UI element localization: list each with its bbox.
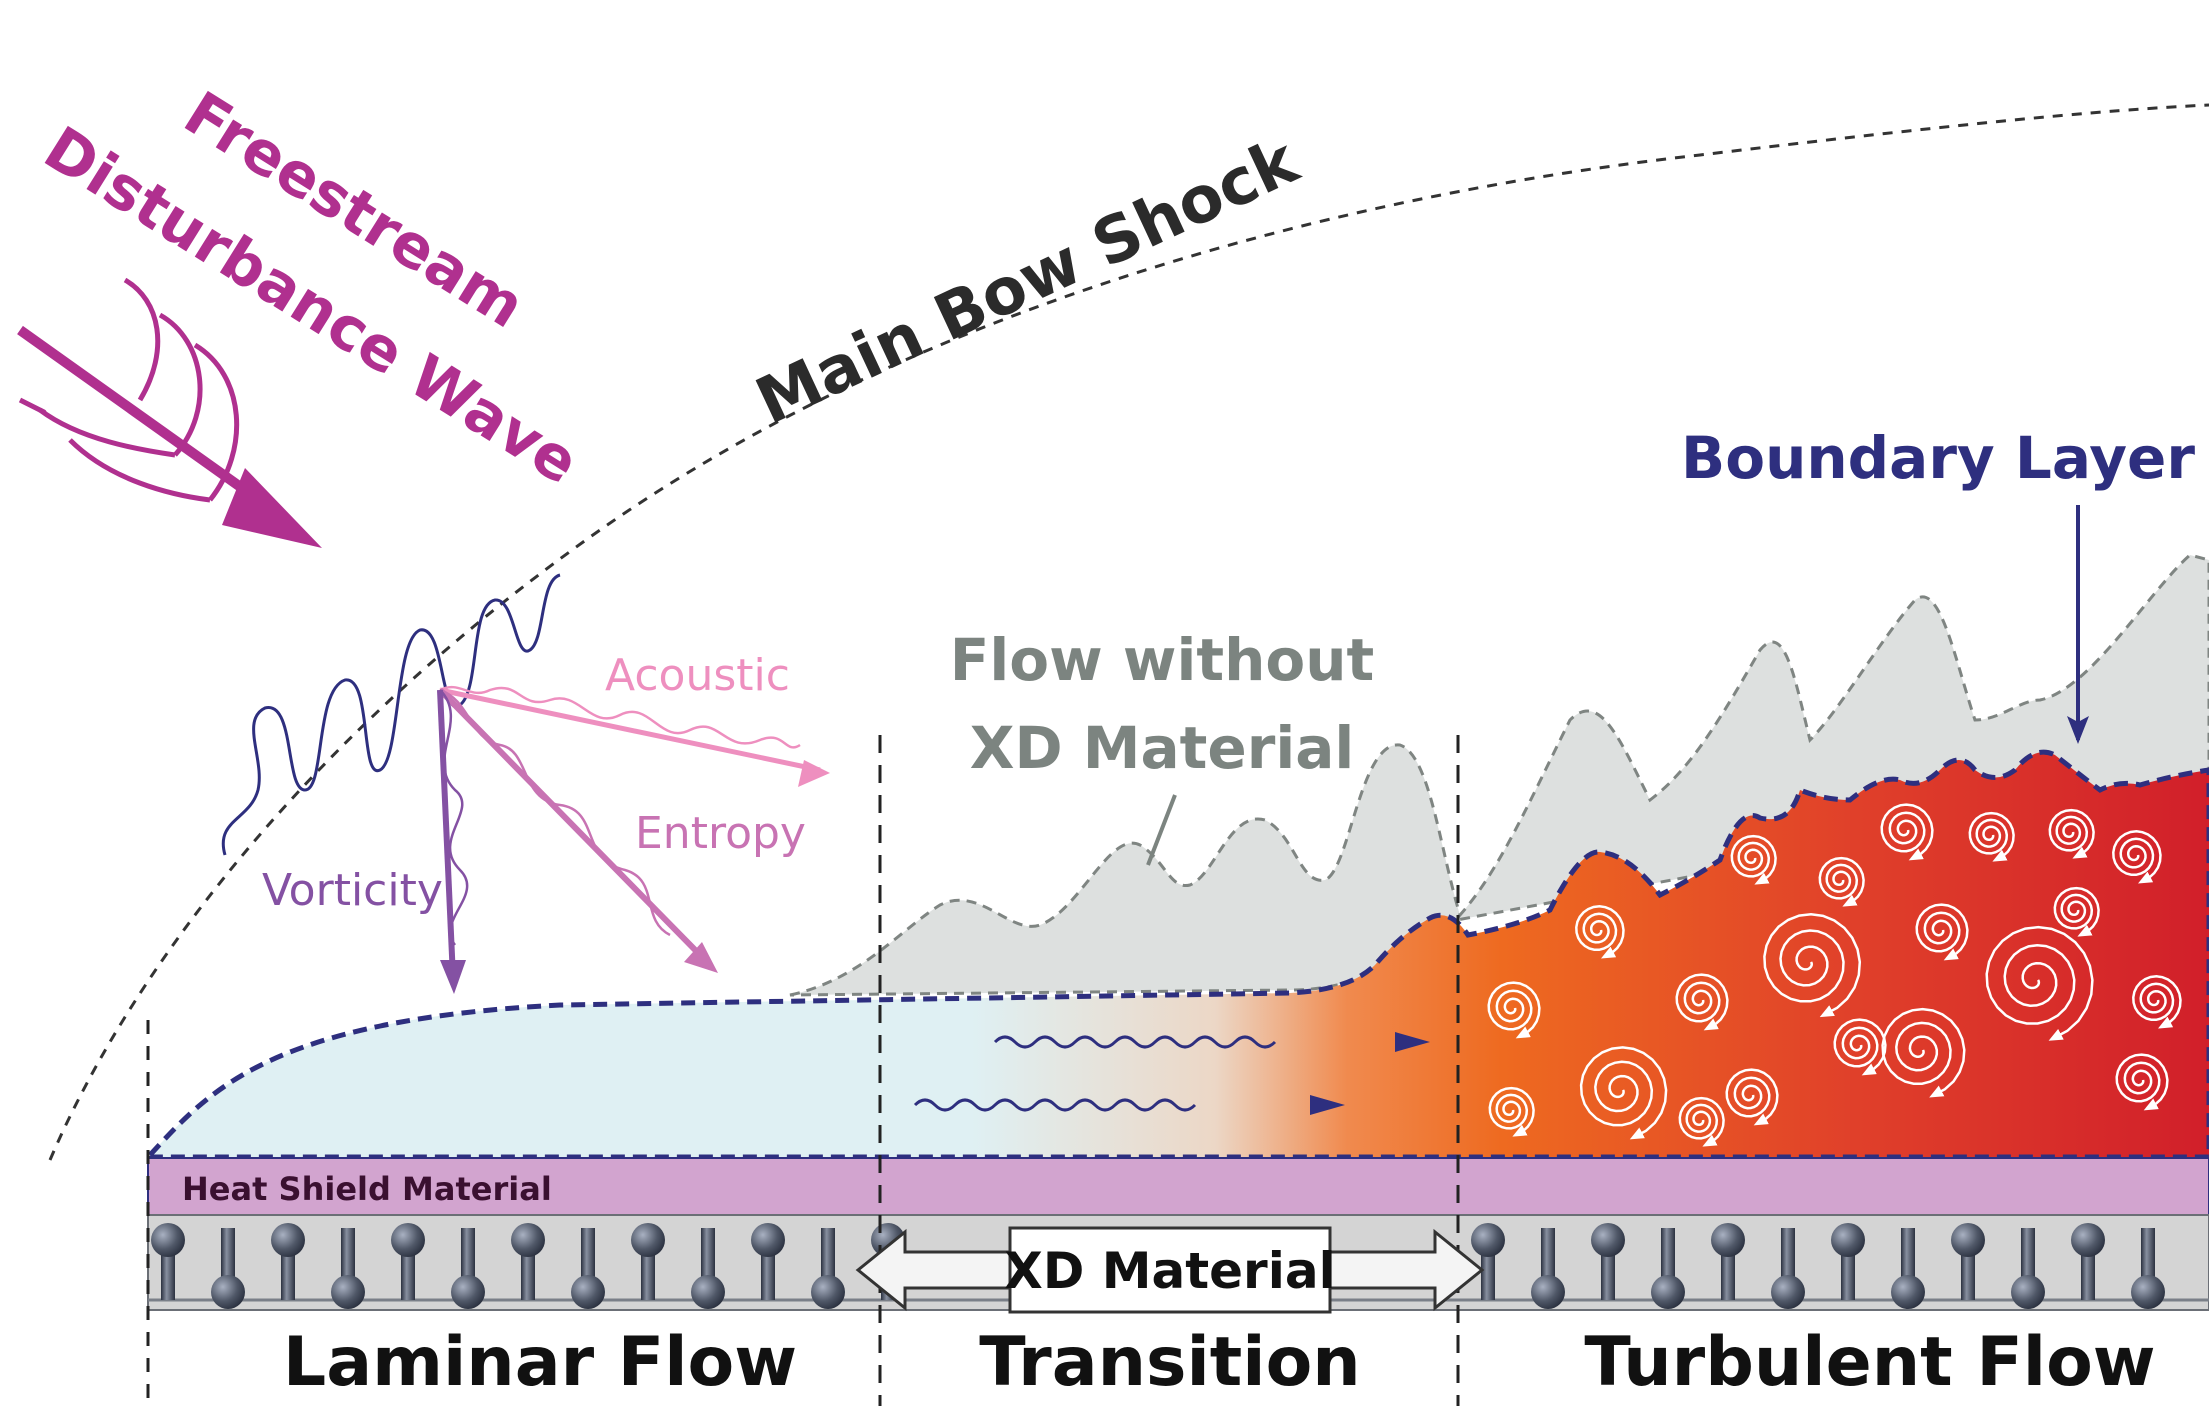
eddy-spiral <box>1575 905 1625 959</box>
xd-knob <box>571 1275 605 1309</box>
xd-knob <box>1831 1223 1865 1257</box>
xd-stem <box>1781 1228 1795 1288</box>
xd-knob <box>1951 1223 1985 1257</box>
xd-knob <box>1711 1223 1745 1257</box>
transition-wave-arrows <box>913 1032 1430 1115</box>
freestream-wave-icon <box>17 277 322 548</box>
eddy-spiral <box>1833 1018 1887 1076</box>
eddy-spiral <box>2115 1053 2169 1111</box>
xd-knob <box>1471 1223 1505 1257</box>
vorticity-label: Vorticity <box>262 865 443 916</box>
boundary-layer-label: Boundary Layer <box>1681 424 2195 492</box>
xd-knob <box>1591 1223 1625 1257</box>
flow-without-xd-region <box>789 553 2209 997</box>
eddy-spiral <box>1730 834 1777 885</box>
heat-shield-label: Heat Shield Material <box>182 1170 552 1208</box>
xd-knob <box>451 1275 485 1309</box>
xd-knob <box>2131 1275 2165 1309</box>
xd-stem <box>1541 1228 1555 1288</box>
xd-knob <box>1771 1275 1805 1309</box>
xd-knob <box>1891 1275 1925 1309</box>
turbulent-flow-label: Turbulent Flow <box>1584 1323 2155 1402</box>
xd-stem <box>1901 1228 1915 1288</box>
bow-shock-line <box>48 103 2209 1161</box>
xd-knob <box>631 1223 665 1257</box>
xd-knob <box>151 1223 185 1257</box>
eddy-spiral <box>1579 1046 1668 1140</box>
xd-knob <box>2011 1275 2045 1309</box>
entropy-label: Entropy <box>635 808 806 859</box>
acoustic-label: Acoustic <box>605 650 790 701</box>
xd-knob <box>1651 1275 1685 1309</box>
flow-without-pointer <box>1146 794 1177 866</box>
xd-knob <box>331 1275 365 1309</box>
xd-knob <box>691 1275 725 1309</box>
eddy-spiral <box>2112 830 2162 884</box>
xd-knob <box>271 1223 305 1257</box>
flow-without-label-line2: XD Material <box>970 714 1354 782</box>
eddy-spiral <box>1487 981 1541 1039</box>
eddy-spiral <box>1881 1007 1966 1098</box>
bow-shock-label: Main Bow Shock <box>745 124 1310 440</box>
eddy-spiral <box>2053 886 2100 937</box>
eddy-spiral <box>1818 856 1865 907</box>
transition-label: Transition <box>979 1323 1360 1402</box>
eddy-spiral <box>1915 903 1969 961</box>
flow-without-label-line1: Flow without <box>950 626 1374 694</box>
eddy-spiral <box>1763 912 1862 1018</box>
eddy-spiral <box>1725 1068 1779 1126</box>
xd-material-structure <box>151 1223 2165 1309</box>
xd-knob <box>751 1223 785 1257</box>
eddy-spiral <box>1678 1096 1725 1147</box>
eddy-spiral <box>1488 1086 1535 1137</box>
xd-stem <box>341 1228 355 1288</box>
vorticity-arrow <box>437 689 469 994</box>
xd-stem <box>461 1228 475 1288</box>
acoustic-arrow <box>439 685 830 787</box>
xd-stem <box>1661 1228 1675 1288</box>
turbulent-eddies <box>1487 803 2182 1147</box>
xd-stem <box>2021 1228 2035 1288</box>
xd-stem <box>221 1228 235 1288</box>
xd-stem <box>2141 1228 2155 1288</box>
eddy-spiral <box>2048 808 2095 859</box>
xd-knob <box>391 1223 425 1257</box>
laminar-flow-label: Laminar Flow <box>283 1323 797 1402</box>
xd-stem <box>701 1228 715 1288</box>
xd-knob <box>2071 1223 2105 1257</box>
xd-stem <box>581 1228 595 1288</box>
xd-stem <box>821 1228 835 1288</box>
xd-knob <box>1531 1275 1565 1309</box>
xd-knob <box>511 1223 545 1257</box>
xd-material-label: XD Material <box>1004 1242 1335 1300</box>
eddy-spiral <box>1675 973 1729 1031</box>
eddy-spiral <box>1968 811 2015 862</box>
eddy-spiral <box>1880 803 1934 861</box>
boundary-layer-region <box>147 749 2209 1160</box>
xd-material-double-arrow <box>855 1226 1485 1314</box>
xd-knob <box>811 1275 845 1309</box>
entropy-arrow <box>437 687 718 973</box>
xd-knob <box>211 1275 245 1309</box>
incoming-wave <box>221 573 561 856</box>
eddy-spiral <box>2132 975 2182 1029</box>
eddy-spiral <box>1985 925 2094 1041</box>
